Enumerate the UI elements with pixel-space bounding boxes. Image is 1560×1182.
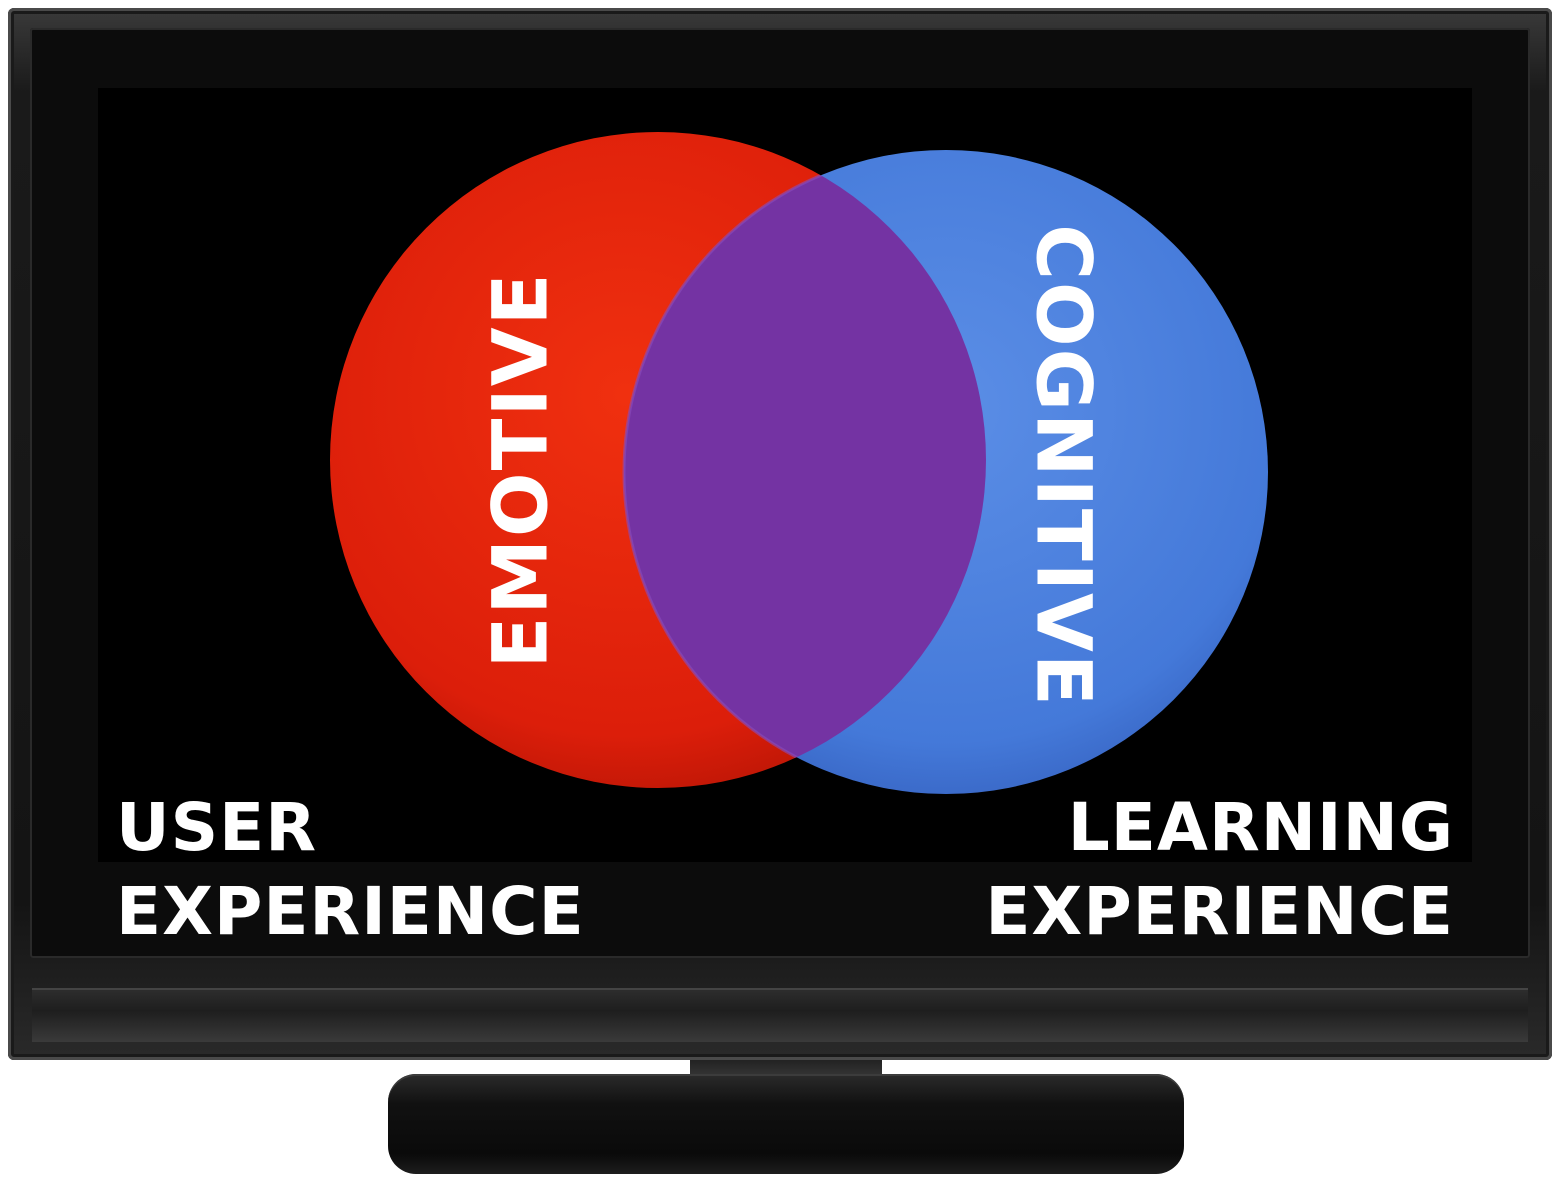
user-experience-line1: USER (116, 789, 318, 866)
overlap-region (624, 150, 986, 788)
emotive-label: EMOTIVE (476, 271, 565, 668)
tv-bottom-bar (32, 988, 1528, 1042)
user-experience-caption: USER EXPERIENCE (116, 786, 585, 954)
learning-experience-line1: LEARNING (1067, 789, 1454, 866)
cognitive-label: COGNITIVE (1020, 224, 1109, 708)
user-experience-line2: EXPERIENCE (116, 873, 585, 950)
learning-experience-line2: EXPERIENCE (985, 873, 1454, 950)
learning-experience-caption: LEARNING EXPERIENCE (985, 786, 1454, 954)
tv-stand-base (388, 1074, 1184, 1174)
